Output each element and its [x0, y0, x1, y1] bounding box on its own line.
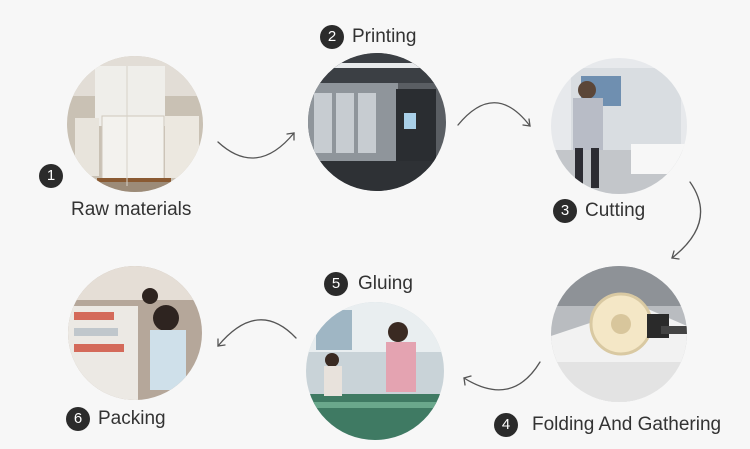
arrow-2-to-3: [457, 102, 531, 127]
arrow-1-to-2: [217, 132, 295, 159]
packing-photo: [68, 266, 202, 400]
arrow-4-to-5: [463, 361, 541, 391]
step-4-number-badge: 4: [494, 413, 518, 437]
folding-illustration: [551, 266, 687, 402]
cutting-photo: [551, 58, 687, 194]
step-5-number-badge: 5: [324, 272, 348, 296]
step-6-label: Packing: [98, 408, 166, 429]
arrow-3-to-4: [671, 181, 702, 260]
step-5-label: Gluing: [358, 273, 413, 294]
step-1-label: Raw materials: [71, 199, 192, 220]
raw-materials-photo: [67, 56, 203, 192]
step-2-label: Printing: [352, 26, 417, 47]
step-2-number-badge: 2: [320, 25, 344, 49]
gluing-illustration: [306, 302, 444, 440]
packing-illustration: [68, 266, 202, 400]
arrow-5-to-6: [217, 319, 297, 347]
step-3-number-badge: 3: [553, 199, 577, 223]
printing-illustration: [308, 53, 446, 191]
printing-photo: [308, 53, 446, 191]
step-6-number-badge: 6: [66, 407, 90, 431]
step-3-label: Cutting: [585, 200, 646, 221]
folding-and-gathering-photo: [551, 266, 687, 402]
raw-materials-illustration: [67, 56, 203, 192]
step-4-label: Folding And Gathering: [532, 414, 722, 435]
gluing-photo: [306, 302, 444, 440]
step-1-number-badge: 1: [39, 164, 63, 188]
cutting-illustration: [551, 58, 687, 194]
